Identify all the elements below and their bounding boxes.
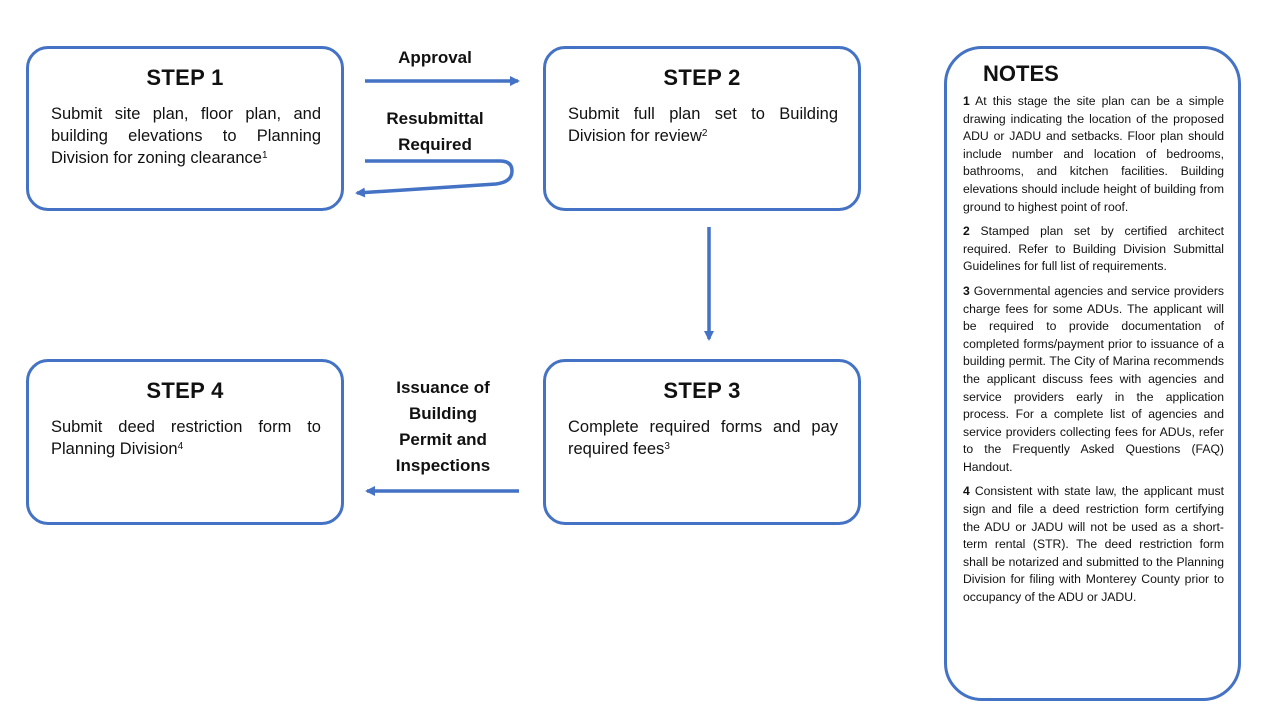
- footnote-ref-4: 4: [177, 441, 184, 452]
- step-4-title: STEP 4: [146, 378, 224, 403]
- step-1-box: STEP 1 Submit site plan, floor plan, and…: [26, 46, 344, 211]
- note-2: 2 Stamped plan set by certified architec…: [963, 224, 1224, 274]
- issuance-label: Issuance of Building Permit and Inspecti…: [395, 378, 491, 475]
- note-1: 1 At this stage the site plan can be a s…: [963, 94, 1224, 214]
- step-3-box: STEP 3 Complete required forms and pay r…: [543, 359, 861, 525]
- step-3-title: STEP 3: [663, 378, 741, 403]
- notes-panel: NOTES 1 At this stage the site plan can …: [944, 46, 1241, 701]
- notes-title: NOTES: [983, 61, 1059, 86]
- resubmittal-arrow: [355, 159, 514, 198]
- resubmittal-required-label: Resubmittal Required: [386, 109, 484, 154]
- note-3: 3 Governmental agencies and service prov…: [963, 283, 1224, 474]
- step-3-description: Complete required forms and pay required…: [568, 418, 838, 458]
- step-2-description: Submit full plan set to Building Divisio…: [568, 105, 838, 145]
- note-4: 4 Consistent with state law, the applica…: [963, 484, 1224, 605]
- footnote-ref-1: 1: [261, 150, 268, 161]
- footnote-ref-2: 2: [701, 128, 708, 139]
- step-2-title: STEP 2: [663, 65, 741, 90]
- step-2-box: STEP 2 Submit full plan set to Building …: [543, 46, 861, 211]
- step-4-box: STEP 4 Submit deed restriction form to P…: [26, 359, 344, 525]
- footnote-ref-3: 3: [664, 441, 670, 452]
- step-1-title: STEP 1: [146, 65, 224, 90]
- step-1-description: Submit site plan, floor plan, and buildi…: [51, 105, 321, 167]
- approval-label: Approval: [398, 48, 472, 67]
- step-4-description: Submit deed restriction form to Planning…: [51, 418, 321, 458]
